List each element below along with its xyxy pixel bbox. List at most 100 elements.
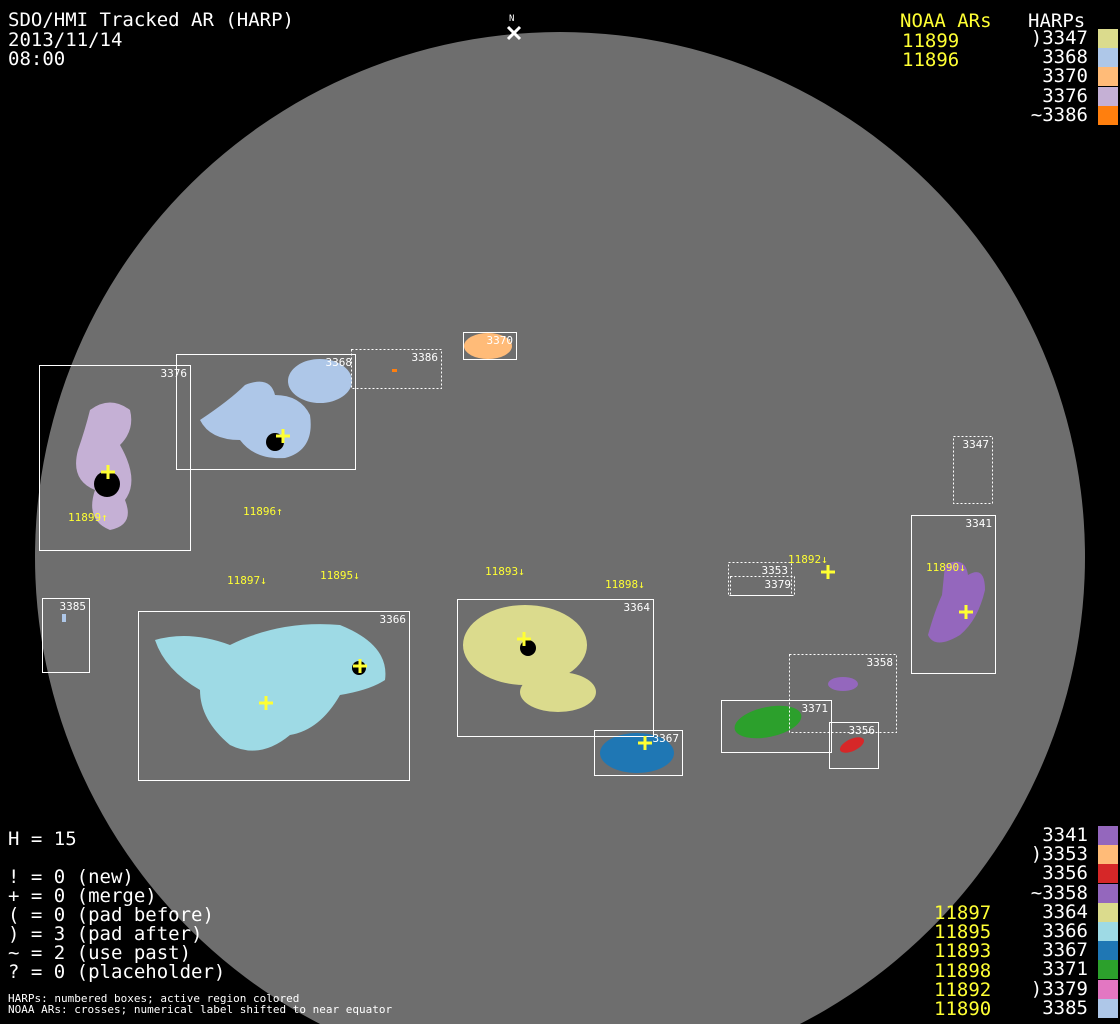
noaa-legend-item: 11896 <box>902 49 960 72</box>
region-3367 <box>600 733 674 773</box>
harp-box <box>953 436 993 504</box>
harp-box <box>42 598 90 673</box>
harp-box <box>457 599 654 737</box>
north-label: N <box>509 14 514 24</box>
region-3368-b <box>288 359 352 403</box>
noaa-cross-icon <box>638 736 652 750</box>
noaa-ar-label: 11890↓ <box>926 561 966 574</box>
noaa-crosses <box>101 429 973 750</box>
noaa-cross-icon <box>276 429 290 443</box>
harp-color-swatch <box>1098 864 1118 884</box>
harp-legend-label: 3368 <box>1042 46 1088 69</box>
harp-color-swatch <box>1098 883 1118 903</box>
solar-disk <box>35 32 1085 1024</box>
region-3385 <box>62 614 66 622</box>
harp-legend-label: 3364 <box>1042 900 1088 923</box>
harp-box-label: 3353 <box>762 564 789 577</box>
noaa-legend-item: 11895 <box>934 921 992 944</box>
noaa-legend-item: 11898 <box>934 959 992 982</box>
harp-color-swatch <box>1098 826 1118 845</box>
harp-box-label: 3364 <box>624 601 651 614</box>
harp-color-swatch <box>1098 86 1118 106</box>
harp-color-swatch <box>1098 998 1118 1018</box>
noaa-cross-icon <box>959 605 973 619</box>
active-regions <box>62 333 985 773</box>
harps-legend-title: HARPs <box>1028 10 1086 32</box>
status-count-line: ~ = 2 (use past) <box>8 942 192 964</box>
harp-box-label: 3370 <box>487 334 514 347</box>
date-label: 2013/11/14 <box>8 29 123 51</box>
noaa-cross-icon <box>101 465 115 479</box>
harp-box <box>39 365 191 551</box>
note-noaa: NOAA ARs: crosses; numerical label shift… <box>8 1003 393 1016</box>
region-3341 <box>928 561 985 643</box>
harp-color-swatch <box>1098 979 1118 999</box>
noaa-legend-item: 11899 <box>902 30 960 52</box>
harp-box <box>176 354 356 470</box>
region-3356 <box>839 737 865 753</box>
harp-count: H = 15 <box>8 828 77 850</box>
harp-box-label: 3341 <box>966 517 993 530</box>
noaa-ar-label: 11899↑ <box>68 511 108 524</box>
noaa-ar-label: 11895↓ <box>320 569 360 582</box>
harp-box <box>351 349 442 389</box>
harp-legend-label: )3353 <box>1030 843 1088 866</box>
harp-legend-label: 3370 <box>1042 65 1088 88</box>
noaa-ar-label: 11898↓ <box>605 578 645 591</box>
region-3386 <box>392 369 397 372</box>
harp-legend-label: 3367 <box>1042 939 1088 962</box>
noaa-ar-label: 11893↓ <box>485 565 525 578</box>
noaa-legend-item: 11892 <box>934 978 992 1001</box>
noaa-legend-item: 11890 <box>934 998 992 1020</box>
harp-box <box>138 611 410 781</box>
noaa-labels: 11899↑ 11896↑ 11897↓ 11895↓ 11893↓ 11898↓ 1189… <box>68 505 966 591</box>
sunspot <box>520 640 536 656</box>
harp-box-label: 3358 <box>867 656 894 669</box>
noaa-ar-label: 11892↓ <box>788 553 828 566</box>
region-3376 <box>76 402 132 530</box>
harp-box <box>829 722 879 769</box>
noaa-ar-label: 11897↓ <box>227 574 267 587</box>
harp-box-label: 3371 <box>802 702 829 715</box>
region-3358 <box>828 677 858 691</box>
status-count-line: ) = 3 (pad after) <box>8 923 203 945</box>
harp-legend-label: 3385 <box>1042 996 1088 1019</box>
harp-box-label: 3385 <box>60 600 87 613</box>
region-3370 <box>464 333 512 359</box>
noaa-legend-title: NOAA ARs <box>900 10 992 32</box>
harp-box-label: 3367 <box>653 732 680 745</box>
harp-color-swatch <box>1098 67 1118 87</box>
harp-box <box>463 332 517 360</box>
harp-color-swatch <box>1098 960 1118 980</box>
region-3366 <box>155 624 386 751</box>
harp-legend-label: 3356 <box>1042 862 1088 885</box>
harp-color-swatch <box>1098 922 1118 941</box>
note-harps: HARPs: numbered boxes; active region col… <box>8 992 300 1005</box>
harp-color-swatch <box>1098 941 1118 961</box>
harp-legend-label: ~3358 <box>1030 881 1088 904</box>
harp-legend-label: 3376 <box>1042 84 1088 107</box>
harp-box <box>911 515 996 674</box>
harp-color-swatch <box>1098 29 1118 48</box>
noaa-legend-item: 11897 <box>934 902 992 924</box>
harp-box-label: 3347 <box>963 438 990 451</box>
harp-box-label: 3379 <box>765 578 792 591</box>
status-count-line: ? = 0 (placeholder) <box>8 961 226 983</box>
harp-color-swatch <box>1098 48 1118 68</box>
harp-box <box>721 700 832 753</box>
sunspot <box>94 471 120 497</box>
noaa-cross-icon <box>353 659 367 673</box>
noaa-cross-icon <box>821 565 835 579</box>
harp-color-swatch <box>1098 105 1118 125</box>
noaa-ar-label: 11896↑ <box>243 505 283 518</box>
noaa-cross-icon <box>259 696 273 710</box>
region-3371 <box>734 705 802 739</box>
harp-legend-label: 3366 <box>1042 920 1088 942</box>
harp-legend-label: 3371 <box>1042 958 1088 981</box>
harp-box-label: 3356 <box>849 724 876 737</box>
harp-box <box>789 654 897 733</box>
noaa-legend-item: 11893 <box>934 940 992 963</box>
harp-legend-label: )3379 <box>1030 977 1088 1000</box>
